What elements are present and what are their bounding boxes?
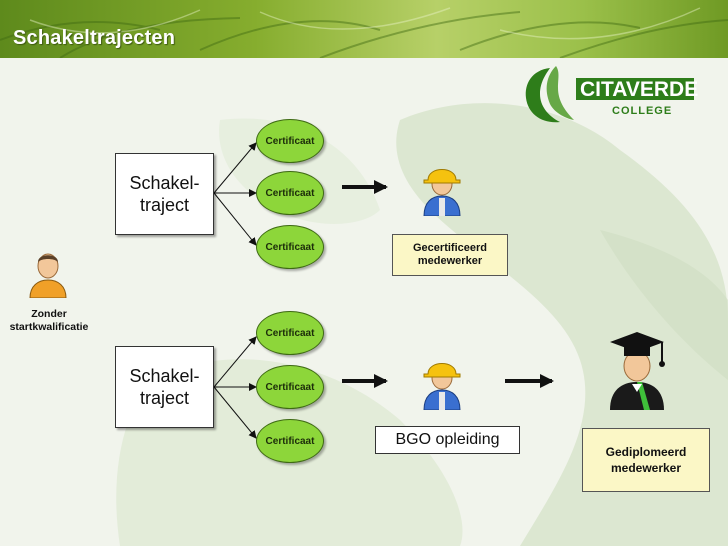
certificaat-5: Certificaat: [256, 365, 324, 409]
logo-subtext: COLLEGE: [612, 105, 672, 117]
arrow-top-1: [213, 142, 257, 194]
start-label: Zonder startkwalificatie: [9, 308, 89, 333]
arrow-bottom-1: [213, 336, 257, 388]
gecertificeerd-scroll: Gecertificeerd medewerker: [392, 234, 508, 276]
grass-texture: [0, 7, 728, 58]
graduate-icon: [610, 332, 665, 410]
gediplomeerd-label: Gediplomeerd medewerker: [605, 445, 687, 475]
arrow-top-3: [213, 192, 257, 246]
gediplomeerd-scroll: Gediplomeerd medewerker: [582, 428, 710, 492]
certificaat-1: Certificaat: [256, 119, 324, 163]
bgo-opleiding-box: BGO opleiding: [375, 426, 520, 454]
worker-icon-bottom: [423, 363, 461, 410]
arrow-bottom-3: [213, 386, 257, 439]
citaverde-logo: CITAVERDE COLLEGE: [525, 66, 698, 123]
schakeltraject-box-top: Schakel-traject: [115, 153, 214, 235]
schakeltraject-label-bottom: Schakel-traject: [129, 366, 200, 408]
certificaat-4: Certificaat: [256, 311, 324, 355]
worker-icon-top: [423, 169, 461, 216]
person-icon-start: [29, 253, 67, 298]
gecertificeerd-label: Gecertificeerd medewerker: [413, 242, 487, 267]
schakeltraject-label-top: Schakel-traject: [129, 173, 200, 215]
logo-text: CITAVERDE: [580, 78, 698, 101]
page-title: Schakeltrajecten: [13, 27, 176, 49]
certificaat-6: Certificaat: [256, 419, 324, 463]
certificaat-2: Certificaat: [256, 171, 324, 215]
header-banner: Schakeltrajecten: [0, 0, 728, 58]
schakeltraject-box-bottom: Schakel-traject: [115, 346, 214, 428]
certificaat-3: Certificaat: [256, 225, 324, 269]
bgo-opleiding-label: BGO opleiding: [395, 431, 500, 448]
